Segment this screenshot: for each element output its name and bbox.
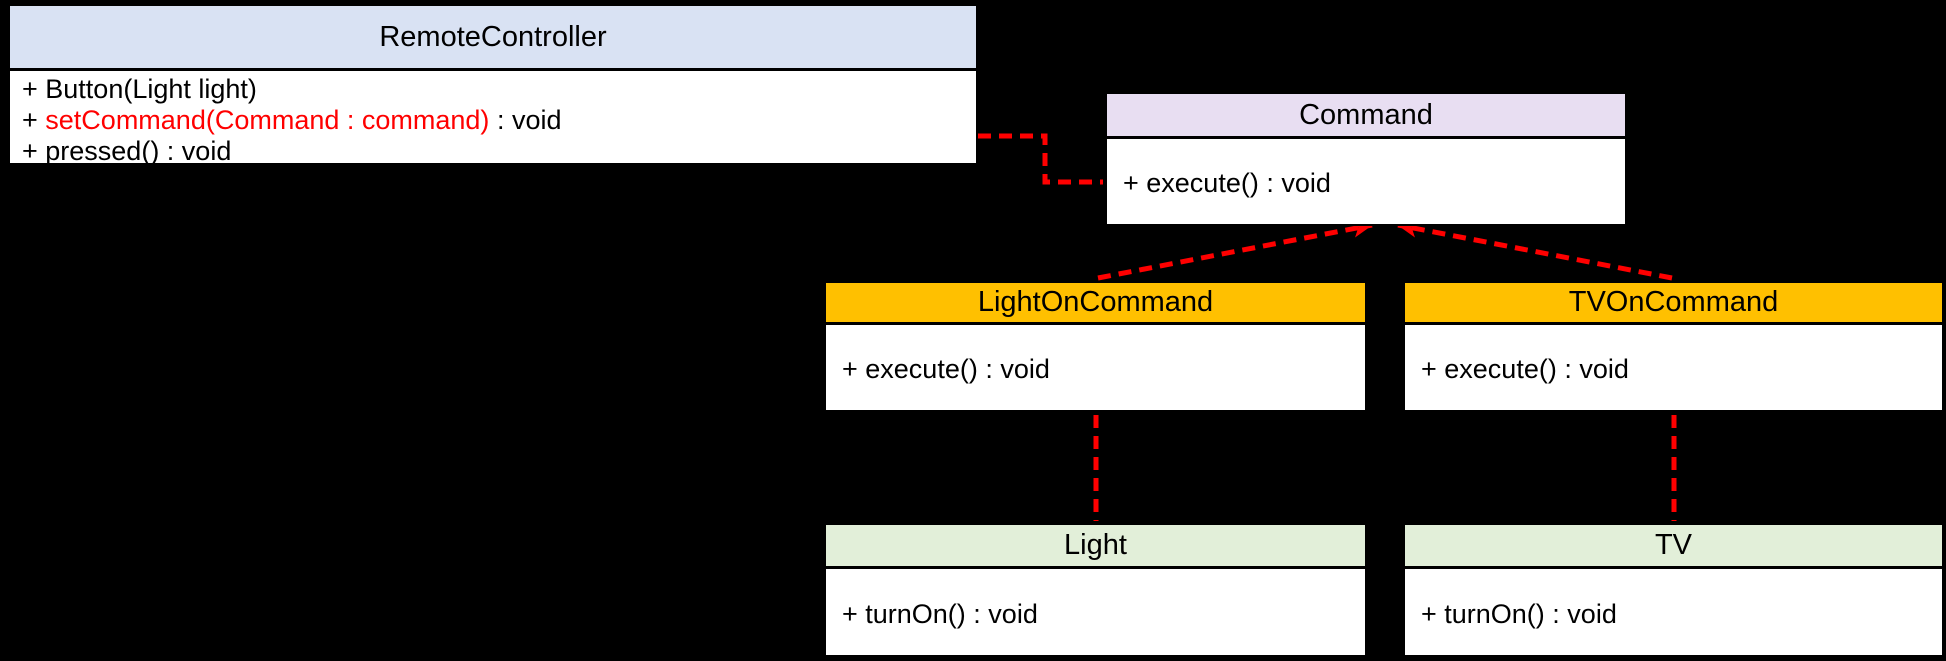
method-setcommand-highlight: setCommand(Command : command) xyxy=(45,105,490,135)
dependency-connector-remotecontroller-command xyxy=(978,133,1103,185)
class-box-light: Light + turnOn() : void xyxy=(824,523,1367,657)
class-title-lightoncommand: LightOnCommand xyxy=(826,283,1365,325)
method-setcommand: + setCommand(Command : command) : void xyxy=(22,105,976,136)
realization-connector-tvoncommand-command xyxy=(1397,219,1673,281)
method-turnon-tv: + turnOn() : void xyxy=(1421,598,1617,629)
class-title-tv: TV xyxy=(1405,525,1942,569)
method-setcommand-suffix: : void xyxy=(489,105,562,135)
method-execute-command: + execute() : void xyxy=(1123,168,1331,198)
class-title-light: Light xyxy=(826,525,1365,569)
class-methods-command: + execute() : void xyxy=(1107,139,1625,228)
class-methods-light: + turnOn() : void xyxy=(826,569,1365,659)
class-box-tvoncommand: TVOnCommand + execute() : void xyxy=(1403,281,1944,412)
class-methods-remotecontroller: + Button(Light light) + setCommand(Comma… xyxy=(10,71,976,167)
realization-connector-lightoncommand-command xyxy=(1097,219,1373,281)
method-turnon-light: + turnOn() : void xyxy=(842,598,1038,629)
method-execute-tvoncommand: + execute() : void xyxy=(1421,354,1629,384)
class-title-tvoncommand: TVOnCommand xyxy=(1405,283,1942,325)
class-box-lightoncommand: LightOnCommand + execute() : void xyxy=(824,281,1367,412)
class-box-remotecontroller: RemoteController + Button(Light light) +… xyxy=(8,4,978,167)
class-methods-tvoncommand: + execute() : void xyxy=(1405,325,1942,414)
class-box-command: Command + execute() : void xyxy=(1105,92,1627,226)
class-methods-tv: + turnOn() : void xyxy=(1405,569,1942,659)
method-execute-lightoncommand: + execute() : void xyxy=(842,354,1050,384)
class-methods-lightoncommand: + execute() : void xyxy=(826,325,1365,414)
class-title-command: Command xyxy=(1107,94,1625,139)
method-pressed: + pressed() : void xyxy=(22,136,232,166)
class-title-remotecontroller: RemoteController xyxy=(10,6,976,71)
class-box-tv: TV + turnOn() : void xyxy=(1403,523,1944,657)
method-setcommand-prefix: + xyxy=(22,105,46,135)
method-button: + Button(Light light) xyxy=(22,74,257,104)
